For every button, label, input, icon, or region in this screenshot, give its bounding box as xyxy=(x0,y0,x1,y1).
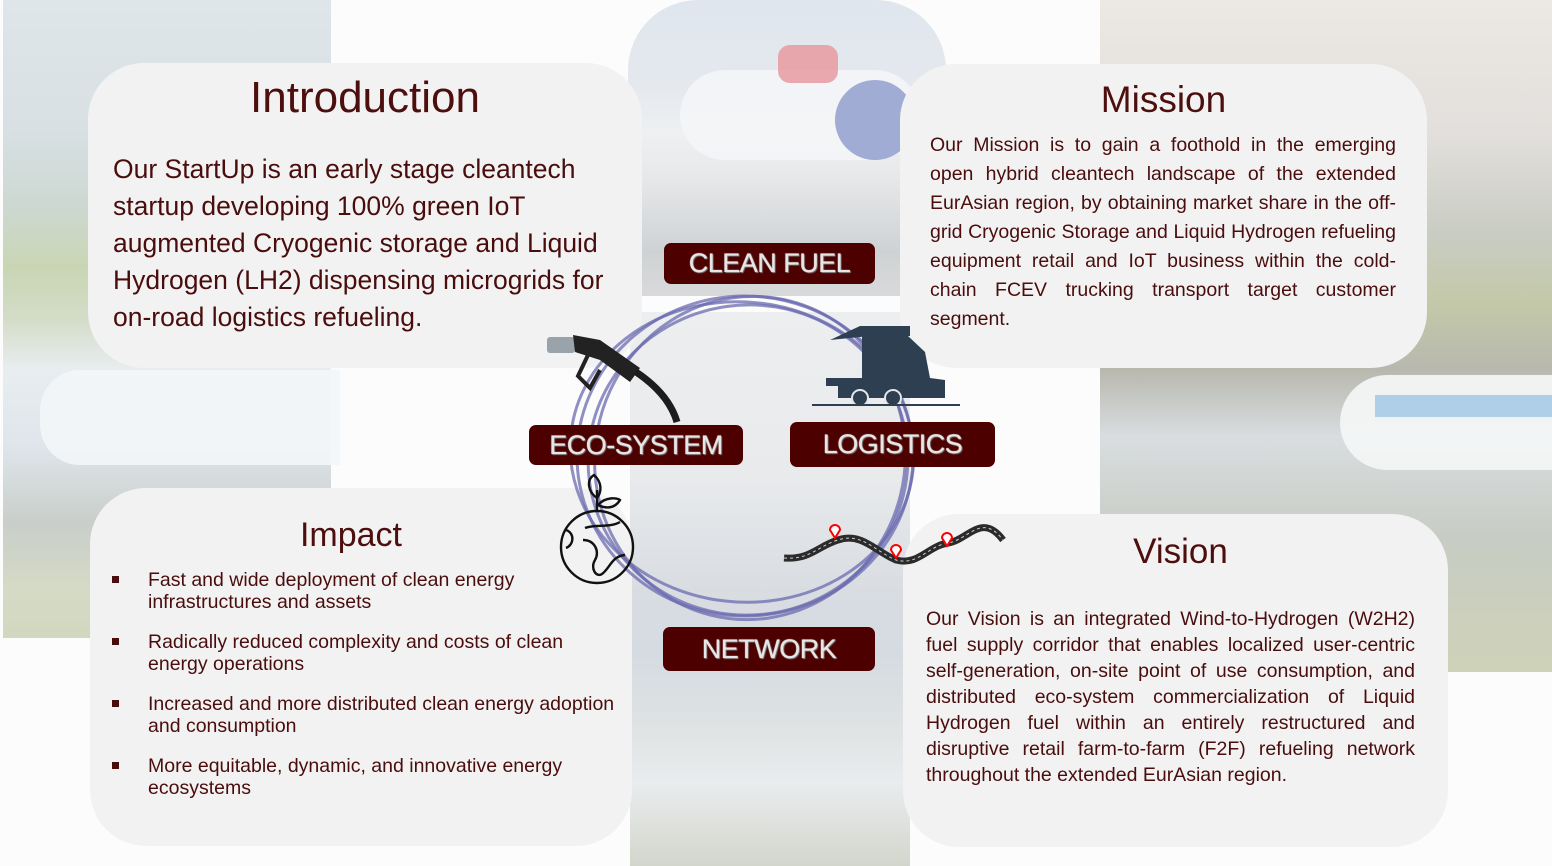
impact-item: Fast and wide deployment of clean energy… xyxy=(112,569,622,613)
logistics-label: LOGISTICS xyxy=(790,422,995,467)
vision-card: Vision Our Vision is an integrated Wind-… xyxy=(903,514,1448,847)
introduction-title: Introduction xyxy=(250,73,480,122)
square-bullet-icon xyxy=(112,638,119,645)
impact-item-text: Radically reduced complexity and costs o… xyxy=(148,631,564,675)
network-label: NETWORK xyxy=(663,627,875,671)
mission-card: Mission Our Mission is to gain a foothol… xyxy=(900,64,1427,368)
impact-item: Increased and more distributed clean ene… xyxy=(112,693,622,737)
impact-item-text: Increased and more distributed clean ene… xyxy=(148,693,615,737)
square-bullet-icon xyxy=(112,762,119,769)
impact-item: More equitable, dynamic, and innovative … xyxy=(112,755,622,799)
background-tanker-left xyxy=(40,370,340,465)
mission-title: Mission xyxy=(1100,79,1227,120)
vision-body: Our Vision is an integrated Wind-to-Hydr… xyxy=(926,608,1415,786)
square-bullet-icon xyxy=(112,700,119,707)
vision-title: Vision xyxy=(1133,532,1228,571)
impact-item-text: Fast and wide deployment of clean energy… xyxy=(148,569,515,613)
impact-list: Fast and wide deployment of clean energy… xyxy=(90,569,632,799)
background-photo-farm xyxy=(630,312,910,866)
eco-system-label: ECO-SYSTEM xyxy=(529,425,743,465)
impact-card: Impact Fast and wide deployment of clean… xyxy=(90,488,632,846)
impact-item-text: More equitable, dynamic, and innovative … xyxy=(148,755,563,799)
impact-title: Impact xyxy=(299,516,403,554)
introduction-body: Our StartUp is an early stage cleantech … xyxy=(113,154,604,332)
background-storage-tank xyxy=(1340,375,1552,470)
square-bullet-icon xyxy=(112,576,119,583)
clean-fuel-label: CLEAN FUEL xyxy=(664,243,875,284)
background-tank-stripe xyxy=(1375,395,1552,417)
impact-item: Radically reduced complexity and costs o… xyxy=(112,631,622,675)
red-tank xyxy=(778,45,838,83)
introduction-card: Introduction Our StartUp is an early sta… xyxy=(88,63,642,368)
mission-body: Our Mission is to gain a foothold in the… xyxy=(930,134,1396,330)
